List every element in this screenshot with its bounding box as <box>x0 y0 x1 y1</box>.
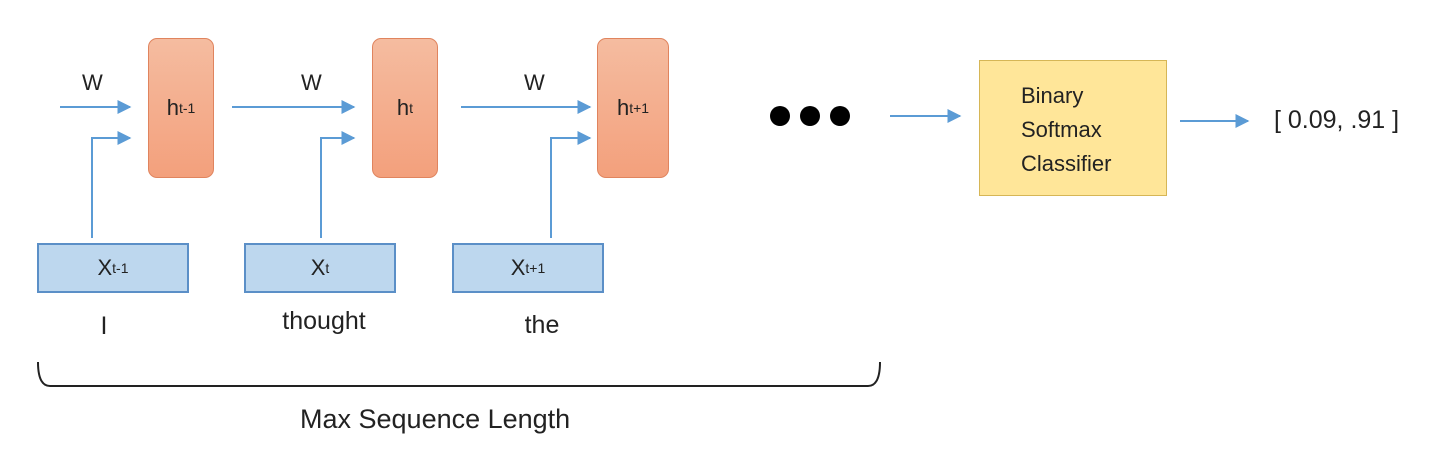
input-word-1: I <box>100 312 108 340</box>
input-arrow-1 <box>91 131 132 238</box>
input-arrow-2 <box>320 131 356 238</box>
weight-label-2: W <box>301 70 322 95</box>
ellipsis-dot <box>800 106 820 126</box>
output-probabilities: [ 0.09, .91 ] <box>1274 106 1400 134</box>
hidden-subscript: t-1 <box>178 100 196 116</box>
input-symbol: X <box>97 255 113 280</box>
input-symbol: X <box>310 255 326 280</box>
hidden-symbol: h <box>396 95 410 120</box>
sequence-bracket <box>37 361 881 387</box>
ellipsis-dot <box>830 106 850 126</box>
hidden-symbol: h <box>166 95 179 120</box>
ellipsis-dot <box>770 106 790 126</box>
input-subscript: t <box>325 260 330 276</box>
input-symbol: X <box>510 255 526 280</box>
hidden-subscript: t <box>409 100 414 116</box>
input-subscript: t+1 <box>525 260 546 276</box>
softmax-classifier-box: Binary Softmax Classifier <box>979 60 1167 196</box>
classifier-line-1: Binary <box>1021 83 1084 108</box>
classifier-line-2: Softmax <box>1021 117 1102 142</box>
input-word-2: thought <box>282 307 366 335</box>
input-word-3: the <box>524 311 560 339</box>
classifier-line-3: Classifier <box>1021 151 1112 176</box>
hidden-symbol: h <box>616 95 630 120</box>
max-sequence-length-label: Max Sequence Length <box>300 404 571 434</box>
hidden-subscript: t+1 <box>629 100 650 116</box>
weight-label-1: W <box>82 70 103 95</box>
input-arrow-3 <box>550 131 592 238</box>
input-subscript: t-1 <box>112 260 129 276</box>
weight-label-3: W <box>524 70 545 95</box>
